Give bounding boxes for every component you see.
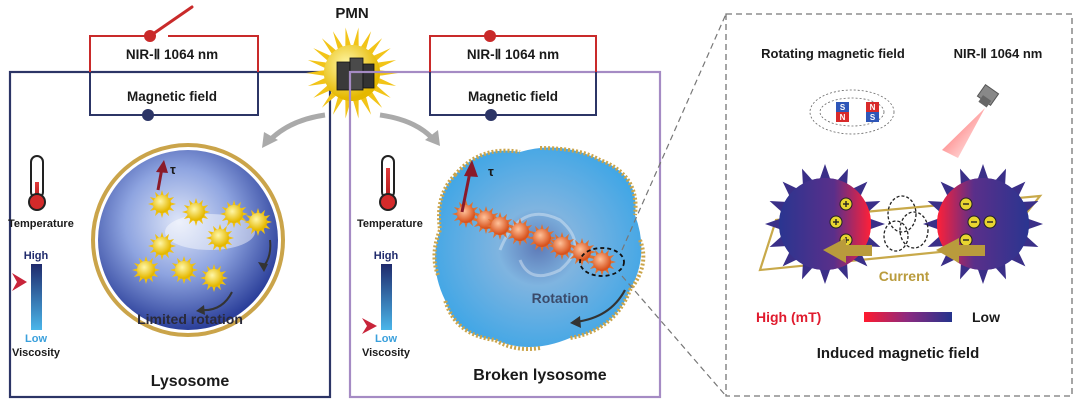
left-low-label: Low bbox=[25, 333, 47, 345]
left-nir-label: NIR-Ⅱ 1064 nm bbox=[126, 47, 218, 62]
mid-high-label: High bbox=[374, 250, 399, 262]
charge-minus-1 bbox=[959, 197, 973, 211]
mid-particle-2 bbox=[472, 206, 500, 234]
mid-particle-3 bbox=[486, 212, 514, 240]
left-particle-5 bbox=[148, 232, 176, 260]
lysosome-body bbox=[98, 150, 278, 330]
rotating-field-label: Rotating magnetic field bbox=[761, 46, 905, 61]
left-circuit-nir-wire bbox=[89, 35, 259, 72]
pmn-arrow-left-head bbox=[262, 132, 278, 148]
left-rotation-arrowhead-small bbox=[258, 262, 268, 272]
mid-switch-nir bbox=[484, 30, 496, 42]
mid-rotation-label: Rotation bbox=[532, 290, 589, 306]
left-switch-lever bbox=[148, 5, 194, 38]
left-viscosity-pointer-icon bbox=[12, 273, 27, 291]
broken-lysosome-cloud bbox=[435, 147, 642, 348]
mid-temperature-label: Temperature bbox=[357, 218, 423, 230]
scale-low-label: Low bbox=[972, 309, 1000, 325]
left-particles bbox=[132, 190, 272, 292]
left-switch-magnetic bbox=[142, 109, 154, 121]
left-high-label: High bbox=[24, 250, 49, 262]
left-particle-8 bbox=[200, 264, 228, 292]
mid-viscosity-label: Viscosity bbox=[362, 347, 411, 359]
mid-viscosity-pointer-icon bbox=[362, 318, 377, 334]
left-viscosity-label: Viscosity bbox=[12, 347, 61, 359]
charge-minus-3 bbox=[959, 233, 973, 247]
mid-particle-7 bbox=[568, 238, 596, 266]
left-particle-3 bbox=[220, 200, 248, 228]
magnet-pole-4: S bbox=[870, 113, 876, 122]
mid-particle-8 bbox=[588, 248, 616, 276]
left-rotation-arrowhead-large bbox=[196, 305, 205, 315]
charge-minus-2 bbox=[967, 215, 981, 229]
left-rotation-label: Limited rotation bbox=[137, 311, 243, 327]
middle-panel-frame bbox=[348, 70, 662, 399]
pmn-arrow-left bbox=[268, 112, 326, 142]
induced-field-loops bbox=[883, 195, 929, 252]
laser-icon bbox=[942, 83, 1000, 158]
left-magnetic-label: Magnetic field bbox=[127, 89, 217, 104]
mid-particle-4 bbox=[506, 218, 534, 246]
left-particle-9 bbox=[244, 208, 272, 236]
right-panel: Rotating magnetic field NIR-Ⅱ 1064 nm S … bbox=[725, 13, 1073, 397]
field-scale-bar bbox=[864, 312, 952, 322]
mid-low-label: Low bbox=[375, 333, 397, 345]
right-nir-label: NIR-Ⅱ 1064 nm bbox=[954, 46, 1043, 61]
magnet-pole-2: N bbox=[840, 113, 846, 122]
current-label: Current bbox=[879, 268, 930, 284]
lysosome-membrane bbox=[91, 143, 285, 337]
left-particle-4 bbox=[206, 224, 234, 252]
mid-thermometer-icon bbox=[379, 155, 397, 211]
mid-particle-5 bbox=[528, 224, 556, 252]
magnet-pole-3: N bbox=[870, 103, 876, 112]
right-caption: Induced magnetic field bbox=[817, 345, 980, 362]
left-particle-2 bbox=[182, 198, 210, 226]
charge-plus-1 bbox=[839, 197, 853, 211]
mid-switch-magnetic bbox=[485, 109, 497, 121]
mid-rotation-arrow bbox=[574, 289, 626, 324]
scale-high-label: High (mT) bbox=[756, 309, 821, 325]
left-tau-arrowhead bbox=[156, 160, 168, 173]
left-viscosity-scale bbox=[31, 264, 42, 330]
mid-caption: Broken lysosome bbox=[473, 367, 606, 384]
zoom-line-top bbox=[621, 13, 727, 251]
middle-panel: NIR-Ⅱ 1064 nm Magnetic field Temperature… bbox=[348, 30, 662, 399]
left-particle-1 bbox=[148, 190, 176, 218]
magnet-pole-1: S bbox=[840, 103, 846, 112]
sphere-left bbox=[779, 178, 871, 270]
pmn-arrow-right-head bbox=[425, 130, 440, 146]
right-panel-frame bbox=[725, 13, 1073, 397]
zoom-line-bottom bbox=[621, 275, 727, 397]
left-circuit-magnetic-wire bbox=[89, 72, 259, 116]
current-arrow-right bbox=[936, 238, 985, 263]
current-arrow-left bbox=[823, 238, 872, 263]
left-panel-frame bbox=[8, 70, 332, 399]
mid-circuit-magnetic-wire bbox=[429, 72, 597, 116]
mid-tau-arrowhead bbox=[464, 160, 478, 177]
left-caption: Lysosome bbox=[151, 373, 230, 390]
mid-tau-arrow bbox=[460, 171, 472, 213]
left-particle-6 bbox=[132, 256, 160, 284]
pmn-arrow-right bbox=[379, 112, 434, 140]
mid-highlight-ellipse bbox=[579, 247, 625, 277]
magnet-icon: S N N S bbox=[809, 89, 895, 135]
mid-particle-6 bbox=[548, 232, 576, 260]
broken-lysosome-membrane bbox=[432, 146, 646, 351]
mid-nir-label: NIR-Ⅱ 1064 nm bbox=[467, 47, 559, 62]
left-tau-label: τ bbox=[170, 162, 176, 177]
left-particle-7 bbox=[170, 256, 198, 284]
mid-tau-label: τ bbox=[488, 164, 494, 179]
mid-magnetic-label: Magnetic field bbox=[468, 89, 558, 104]
mid-rotation-arrowhead bbox=[570, 316, 581, 328]
left-temperature-label: Temperature bbox=[8, 218, 74, 230]
charge-minus-4 bbox=[983, 215, 997, 229]
mid-circuit-nir-wire bbox=[429, 35, 597, 72]
pmn-title: PMN bbox=[335, 5, 368, 22]
charge-plus-2 bbox=[829, 215, 843, 229]
left-panel: NIR-Ⅱ 1064 nm Magnetic field Temperature… bbox=[8, 5, 332, 399]
swirl bbox=[498, 212, 577, 278]
mid-viscosity-scale bbox=[381, 264, 392, 330]
left-thermometer-icon bbox=[28, 155, 46, 211]
